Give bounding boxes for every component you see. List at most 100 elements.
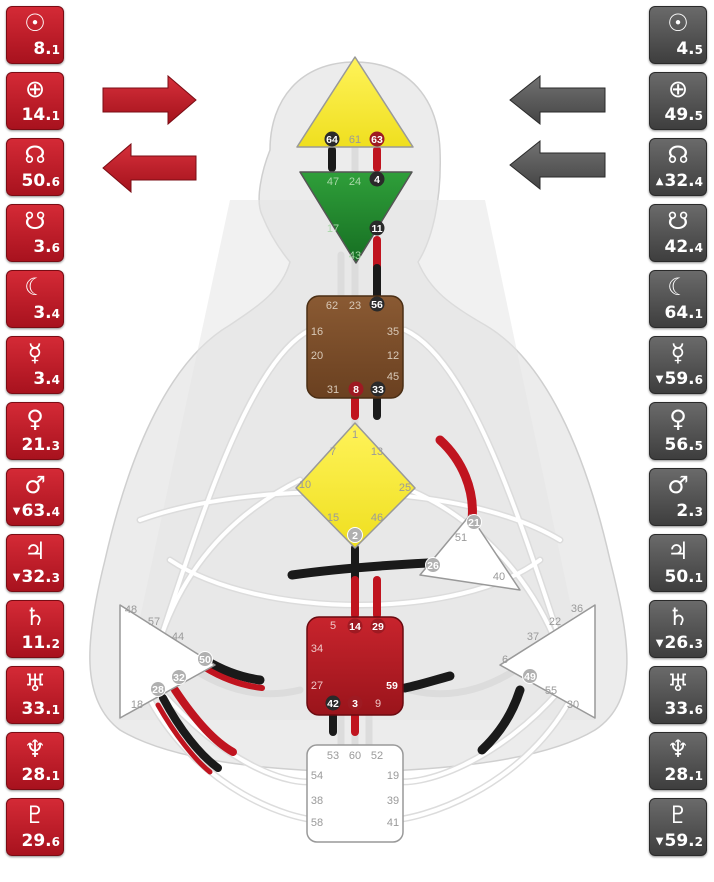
design-north-node-card[interactable]: ☊50.6 xyxy=(6,138,64,196)
personality-sun-card[interactable]: ☉4.5 xyxy=(649,6,707,64)
gate-32[interactable]: 32 xyxy=(171,669,187,685)
gate-43[interactable]: 43 xyxy=(349,250,361,262)
gate-64[interactable]: 64 xyxy=(324,131,340,147)
gate-49[interactable]: 49 xyxy=(522,668,538,684)
gate-59[interactable]: 59 xyxy=(385,678,400,693)
design-saturn-card[interactable]: ♄11.2 xyxy=(6,600,64,658)
personality-pluto-card[interactable]: ♇▼59.2 xyxy=(649,798,707,856)
gate-60[interactable]: 60 xyxy=(349,750,361,762)
design-pluto-card[interactable]: ♇29.6 xyxy=(6,798,64,856)
gate-41[interactable]: 41 xyxy=(387,817,399,829)
gate-5[interactable]: 5 xyxy=(330,620,336,632)
gate-39[interactable]: 39 xyxy=(387,795,399,807)
personality-earth-card[interactable]: ⊕49.5 xyxy=(649,72,707,130)
gate-62[interactable]: 62 xyxy=(326,300,338,312)
mars-icon: ♂ xyxy=(24,471,46,499)
gate-number-label: 4 xyxy=(374,174,380,186)
gate-12[interactable]: 12 xyxy=(387,350,399,362)
personality-north-node-card[interactable]: ☊▲32.4 xyxy=(649,138,707,196)
gate-1[interactable]: 1 xyxy=(352,429,358,441)
design-moon-card[interactable]: ☾3.4 xyxy=(6,270,64,328)
gate-46[interactable]: 46 xyxy=(371,512,383,524)
gate-42[interactable]: 42 xyxy=(325,695,341,711)
gate-57[interactable]: 57 xyxy=(148,616,160,628)
design-mars-card[interactable]: ♂▼63.4 xyxy=(6,468,64,526)
gate-56[interactable]: 56 xyxy=(369,296,385,312)
gate-9[interactable]: 9 xyxy=(375,698,381,710)
gate-number-label: 21 xyxy=(468,517,480,529)
gate-37[interactable]: 37 xyxy=(527,631,539,643)
gate-35[interactable]: 35 xyxy=(387,326,399,338)
gate-26[interactable]: 26 xyxy=(425,557,441,573)
solar-plexus-center xyxy=(499,604,596,719)
design-venus-card[interactable]: ♀21.3 xyxy=(6,402,64,460)
gate-22[interactable]: 22 xyxy=(549,616,561,628)
gate-6[interactable]: 6 xyxy=(502,654,508,666)
gate-48[interactable]: 48 xyxy=(125,604,137,616)
design-arrow-top xyxy=(102,74,197,126)
gate-30[interactable]: 30 xyxy=(567,699,579,711)
gate-23[interactable]: 23 xyxy=(349,300,361,312)
design-jupiter-card[interactable]: ♃▼32.3 xyxy=(6,534,64,592)
personality-mercury-card[interactable]: ☿▼59.6 xyxy=(649,336,707,394)
gate-16[interactable]: 16 xyxy=(311,326,323,338)
gate-19[interactable]: 19 xyxy=(387,770,399,782)
personality-jupiter-card[interactable]: ♃50.1 xyxy=(649,534,707,592)
gate-11[interactable]: 11 xyxy=(369,220,385,236)
gate-34[interactable]: 34 xyxy=(311,643,323,655)
gate-10[interactable]: 10 xyxy=(299,479,311,491)
gate-24[interactable]: 24 xyxy=(349,176,361,188)
gate-18[interactable]: 18 xyxy=(131,699,143,711)
gate-61[interactable]: 61 xyxy=(349,134,361,146)
personality-south-node-card[interactable]: ☋42.4 xyxy=(649,204,707,262)
gate-number-label: 26 xyxy=(427,560,439,572)
gate-47[interactable]: 47 xyxy=(327,176,339,188)
moon-icon: ☾ xyxy=(667,273,689,301)
gate-number: 3 xyxy=(33,237,46,257)
gate-38[interactable]: 38 xyxy=(311,795,323,807)
gate-63[interactable]: 63 xyxy=(369,131,385,147)
gate-45[interactable]: 45 xyxy=(387,371,399,383)
personality-saturn-card[interactable]: ♄▼26.3 xyxy=(649,600,707,658)
gate-52[interactable]: 52 xyxy=(371,750,383,762)
gate-58[interactable]: 58 xyxy=(311,817,323,829)
gate-4[interactable]: 4 xyxy=(369,171,385,187)
gate-2[interactable]: 2 xyxy=(347,527,363,543)
gate-25[interactable]: 25 xyxy=(399,482,411,494)
gate-7[interactable]: 7 xyxy=(330,446,336,458)
personality-venus-card[interactable]: ♀56.5 xyxy=(649,402,707,460)
personality-uranus-card[interactable]: ♅33.6 xyxy=(649,666,707,724)
gate-50[interactable]: 50 xyxy=(197,651,213,667)
personality-neptune-card[interactable]: ♆28.1 xyxy=(649,732,707,790)
gate-28[interactable]: 28 xyxy=(150,681,166,697)
gate-14[interactable]: 14 xyxy=(347,618,363,634)
sun-icon: ☉ xyxy=(667,9,689,37)
design-sun-card[interactable]: ☉8.1 xyxy=(6,6,64,64)
design-mercury-card[interactable]: ☿3.4 xyxy=(6,336,64,394)
gate-40[interactable]: 40 xyxy=(493,571,505,583)
gate-55[interactable]: 55 xyxy=(545,685,557,697)
gate-21[interactable]: 21 xyxy=(466,514,482,530)
design-neptune-card[interactable]: ♆28.1 xyxy=(6,732,64,790)
design-south-node-card[interactable]: ☋3.6 xyxy=(6,204,64,262)
design-uranus-card[interactable]: ♅33.1 xyxy=(6,666,64,724)
gate-20[interactable]: 20 xyxy=(311,350,323,362)
gate-17[interactable]: 17 xyxy=(327,223,339,235)
gate-8[interactable]: 8 xyxy=(348,381,364,397)
gate-54[interactable]: 54 xyxy=(311,770,323,782)
gate-27[interactable]: 27 xyxy=(311,680,323,692)
gate-44[interactable]: 44 xyxy=(172,631,184,643)
gate-36[interactable]: 36 xyxy=(571,603,583,615)
gate-33[interactable]: 33 xyxy=(370,381,386,397)
design-earth-card[interactable]: ⊕14.1 xyxy=(6,72,64,130)
gate-29[interactable]: 29 xyxy=(370,618,386,634)
personality-mars-card[interactable]: ♂2.3 xyxy=(649,468,707,526)
gate-53[interactable]: 53 xyxy=(327,750,339,762)
gate-31[interactable]: 31 xyxy=(327,384,339,396)
gate-3[interactable]: 3 xyxy=(347,695,363,711)
gate-15[interactable]: 15 xyxy=(327,512,339,524)
gate-13[interactable]: 13 xyxy=(371,446,383,458)
gate-51[interactable]: 51 xyxy=(455,532,467,544)
personality-moon-card[interactable]: ☾64.1 xyxy=(649,270,707,328)
personality-arrow-bottom xyxy=(509,139,606,191)
